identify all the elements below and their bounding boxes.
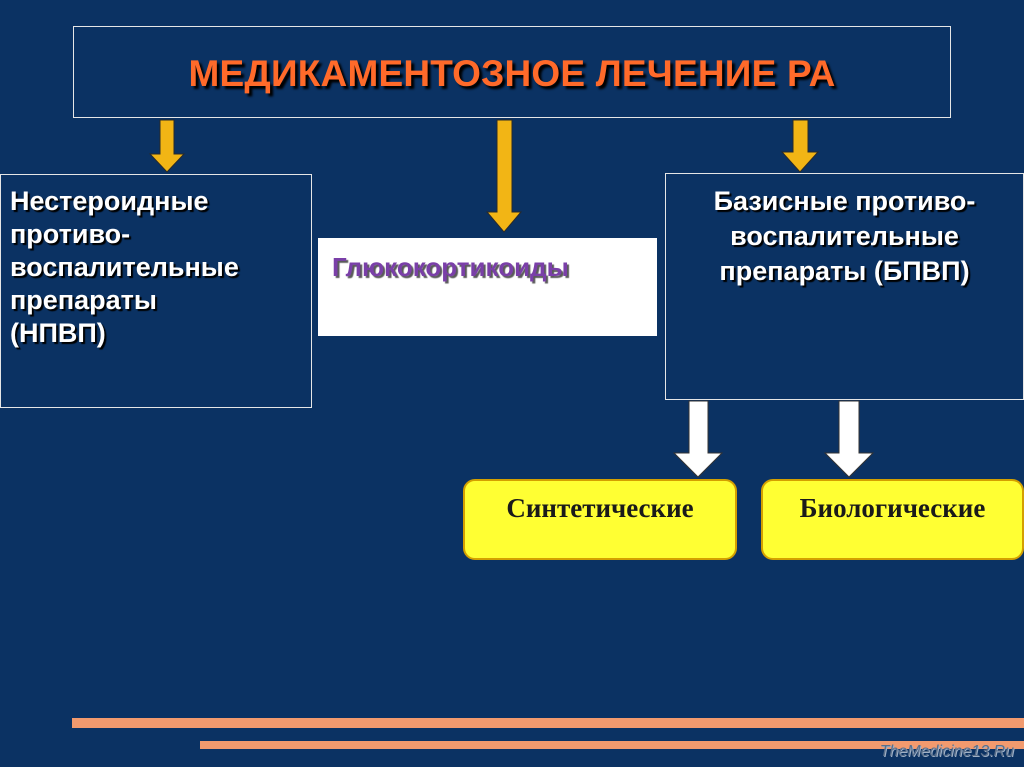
- bpvp-label: Базисные противо- воспалительные препара…: [713, 186, 976, 286]
- decor-stripe-top: [72, 718, 1024, 728]
- decor-stripe-bottom: [200, 741, 1024, 749]
- bpvp-node: Базисные противо- воспалительные препара…: [665, 173, 1024, 400]
- watermark: TheMedicine13.Ru: [879, 743, 1014, 760]
- biologic-node: Биологические: [761, 479, 1024, 560]
- title-box: МЕДИКАМЕНТОЗНОЕ ЛЕЧЕНИЕ РА: [73, 26, 951, 118]
- arrow-to-npvp: [148, 119, 186, 173]
- glucocorticoids-label: Глюкокортикоиды: [332, 252, 569, 282]
- glucocorticoids-node: Глюкокортикоиды: [318, 238, 657, 336]
- arrow-to-bpvp: [780, 119, 820, 173]
- biologic-label: Биологические: [799, 493, 986, 523]
- diagram-title: МЕДИКАМЕНТОЗНОЕ ЛЕЧЕНИЕ РА: [188, 53, 836, 94]
- synthetic-node: Синтетические: [463, 479, 737, 560]
- arrow-to-synthetic: [672, 400, 724, 478]
- arrow-to-glucocorticoids: [485, 119, 523, 233]
- npvp-node: Нестероидные противо- воспалительные пре…: [0, 174, 312, 408]
- npvp-label: Нестероидные противо- воспалительные пре…: [10, 186, 239, 348]
- arrow-to-biologic: [823, 400, 875, 478]
- synthetic-label: Синтетические: [506, 493, 694, 523]
